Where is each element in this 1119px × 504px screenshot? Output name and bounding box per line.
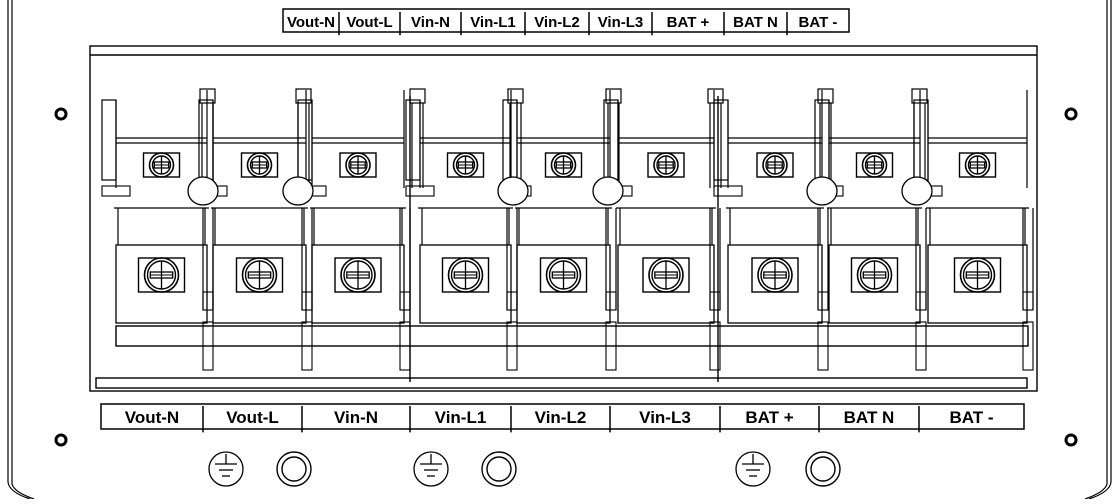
terminal-column bbox=[502, 90, 617, 371]
cable-grommet-icon bbox=[805, 451, 841, 487]
terminal-columns bbox=[101, 88, 1034, 382]
terminal-screw-icon bbox=[235, 257, 284, 293]
terminal-screw-icon bbox=[539, 257, 588, 293]
terminal-screw-icon bbox=[441, 257, 490, 293]
terminal-screw-icon bbox=[334, 257, 382, 293]
terminal-post bbox=[199, 88, 216, 188]
terminal-column bbox=[297, 90, 411, 371]
terminal-housing bbox=[89, 45, 1038, 392]
top-terminal-label: Vin-N bbox=[411, 14, 450, 31]
terminal-column bbox=[198, 90, 313, 371]
mounting-holes bbox=[54, 107, 1078, 447]
top-terminal-label: Vin-L3 bbox=[598, 14, 644, 31]
ground-symbols bbox=[208, 451, 841, 487]
terminal-post bbox=[295, 88, 312, 188]
terminal-screw-icon bbox=[647, 152, 685, 178]
earth-ground-icon bbox=[735, 451, 771, 487]
bottom-terminal-label: BAT - bbox=[949, 408, 993, 427]
bottom-terminal-label: Vin-L2 bbox=[535, 408, 587, 427]
bridge-opening bbox=[187, 176, 219, 206]
terminal-screw-icon bbox=[953, 257, 1002, 293]
bridge-opening bbox=[592, 176, 624, 206]
terminal-screw-icon bbox=[446, 152, 485, 178]
top-label-strip: Vout-N Vout-L Vin-N Vin-L1 Vin-L2 Vin-L3 BAT +… bbox=[282, 8, 850, 36]
bottom-terminal-label: Vout-L bbox=[226, 408, 279, 427]
terminal-screw-icon bbox=[756, 152, 794, 178]
terminal-column bbox=[713, 90, 829, 371]
terminal-post bbox=[507, 88, 524, 188]
terminal-screw-icon bbox=[137, 257, 186, 293]
terminal-column bbox=[603, 90, 721, 371]
bridge-opening bbox=[901, 176, 933, 206]
mounting-hole bbox=[54, 433, 68, 447]
top-terminal-label: BAT - bbox=[799, 14, 838, 31]
top-terminal-label: BAT N bbox=[733, 14, 778, 31]
bridge-opening bbox=[806, 176, 838, 206]
terminal-column bbox=[101, 90, 214, 371]
terminal-post bbox=[605, 88, 622, 188]
cable-grommet-icon bbox=[481, 451, 517, 487]
bottom-terminal-label: BAT + bbox=[745, 408, 793, 427]
bottom-terminal-label: Vin-L3 bbox=[639, 408, 691, 427]
mounting-hole bbox=[1064, 107, 1078, 121]
terminal-screw-icon bbox=[240, 152, 279, 178]
terminal-column bbox=[814, 90, 927, 371]
bottom-terminal-label: Vin-L1 bbox=[435, 408, 487, 427]
terminal-screw-icon bbox=[855, 152, 894, 178]
top-terminal-label: Vout-L bbox=[346, 14, 392, 31]
bridge-opening bbox=[497, 176, 529, 206]
earth-ground-icon bbox=[413, 451, 449, 487]
terminal-screw-icon bbox=[142, 152, 181, 178]
top-terminal-label: Vout-N bbox=[287, 14, 335, 31]
bottom-label-strip: Vout-N Vout-L Vin-N Vin-L1 Vin-L2 Vin-L3 BAT +… bbox=[100, 403, 1025, 433]
mounting-hole bbox=[54, 107, 68, 121]
top-terminal-label: BAT + bbox=[667, 14, 710, 31]
bottom-terminal-label: Vout-N bbox=[125, 408, 179, 427]
terminal-post bbox=[911, 88, 928, 188]
terminal-screw-icon bbox=[642, 257, 690, 293]
terminal-screw-icon bbox=[958, 152, 997, 178]
top-terminal-label: Vin-L2 bbox=[534, 14, 580, 31]
cable-grommet-icon bbox=[276, 451, 312, 487]
earth-ground-icon bbox=[208, 451, 244, 487]
terminal-screw-icon bbox=[339, 152, 377, 178]
enclosure-frame bbox=[7, 0, 1112, 500]
terminal-post bbox=[817, 88, 834, 188]
bottom-terminal-label: Vin-N bbox=[334, 408, 378, 427]
terminal-screw-icon bbox=[850, 257, 899, 293]
terminal-screw-icon bbox=[544, 152, 583, 178]
bottom-terminal-label: BAT N bbox=[844, 408, 895, 427]
terminal-post bbox=[707, 88, 724, 188]
terminal-column bbox=[913, 90, 1034, 371]
top-terminal-label: Vin-L1 bbox=[470, 14, 516, 31]
mounting-hole bbox=[1064, 433, 1078, 447]
terminal-post bbox=[409, 88, 426, 188]
terminal-screw-icon bbox=[751, 257, 799, 293]
bridge-opening bbox=[282, 176, 314, 206]
